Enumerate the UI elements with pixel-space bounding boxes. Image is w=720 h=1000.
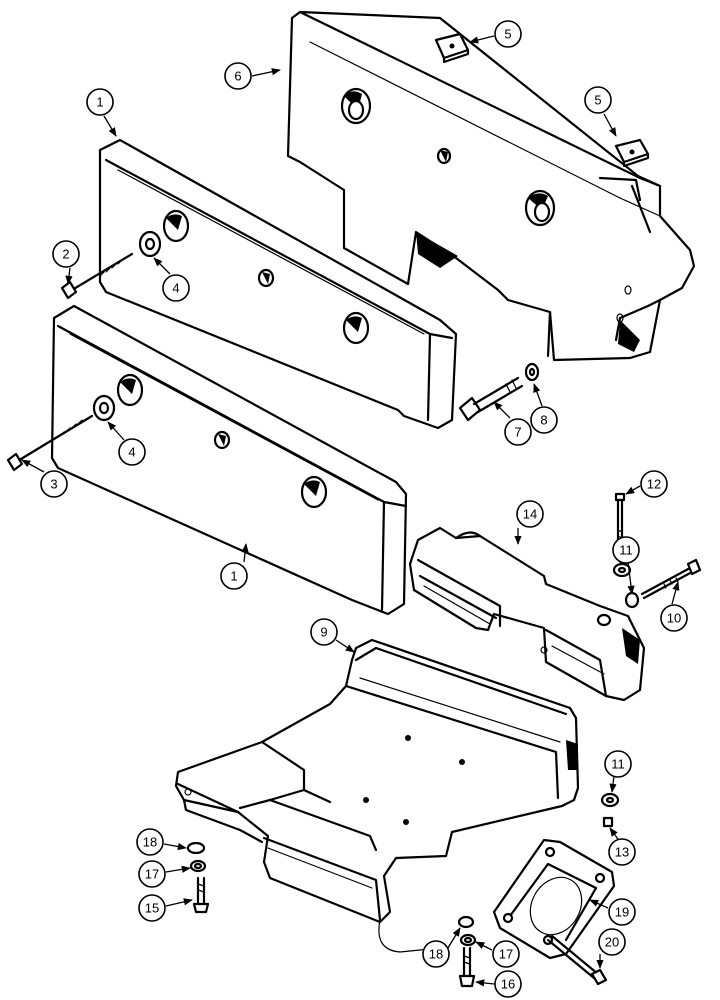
part-11-nut-lower bbox=[600, 792, 620, 808]
svg-text:16: 16 bbox=[501, 977, 515, 992]
part-6-rear-weight bbox=[286, 10, 696, 362]
callout-10: 10 bbox=[660, 581, 688, 632]
part-10-bolt bbox=[640, 558, 702, 600]
part-17-lockwasher-left bbox=[189, 859, 207, 873]
callout-16: 16 bbox=[475, 970, 522, 998]
callout-19: 19 bbox=[589, 898, 636, 926]
callout-1-lower: 1 bbox=[220, 543, 249, 590]
svg-text:7: 7 bbox=[514, 425, 521, 440]
part-4-washer-upper bbox=[138, 230, 162, 258]
callout-5-upper: 5 bbox=[469, 20, 522, 48]
callout-13: 13 bbox=[608, 827, 636, 866]
svg-text:15: 15 bbox=[145, 901, 159, 916]
svg-text:3: 3 bbox=[50, 477, 57, 492]
part-5-pad-upper bbox=[434, 32, 470, 64]
callout-17-center: 17 bbox=[475, 940, 520, 968]
part-9-base-plate bbox=[174, 638, 580, 953]
callout-7: 7 bbox=[493, 401, 532, 446]
part-13-screw bbox=[602, 816, 614, 828]
callout-9: 9 bbox=[310, 618, 355, 653]
part-8-washer bbox=[524, 362, 540, 382]
svg-text:1: 1 bbox=[96, 95, 103, 110]
svg-text:12: 12 bbox=[647, 477, 661, 492]
svg-text:4: 4 bbox=[128, 445, 135, 460]
part-1-lower-weight bbox=[50, 304, 408, 616]
part-20-bolt bbox=[546, 934, 608, 986]
callout-11-lower: 11 bbox=[604, 750, 632, 793]
part-5-pad-lower bbox=[614, 138, 650, 168]
svg-text:17: 17 bbox=[145, 867, 159, 882]
part-14-bracket bbox=[408, 526, 646, 702]
svg-text:13: 13 bbox=[615, 845, 629, 860]
svg-text:5: 5 bbox=[504, 27, 511, 42]
callout-18-center: 18 bbox=[422, 927, 461, 968]
svg-text:8: 8 bbox=[540, 413, 547, 428]
part-18-washer-left bbox=[186, 841, 206, 855]
svg-text:20: 20 bbox=[605, 935, 619, 950]
svg-text:11: 11 bbox=[611, 757, 625, 772]
part-11-nut-upper-b bbox=[624, 591, 640, 609]
svg-text:5: 5 bbox=[594, 93, 601, 108]
svg-text:10: 10 bbox=[667, 611, 681, 626]
callout-4-upper: 4 bbox=[153, 257, 190, 302]
callout-3: 3 bbox=[21, 459, 68, 498]
svg-text:4: 4 bbox=[172, 281, 179, 296]
part-11-nut-upper-a bbox=[612, 562, 632, 578]
part-16-bolt bbox=[458, 946, 476, 988]
part-4-washer-lower bbox=[92, 394, 116, 422]
part-18-washer-center bbox=[457, 915, 475, 929]
svg-text:9: 9 bbox=[320, 625, 327, 640]
callout-17-left: 17 bbox=[138, 860, 191, 888]
callout-15: 15 bbox=[138, 894, 193, 922]
callout-8: 8 bbox=[530, 383, 558, 434]
svg-text:18: 18 bbox=[429, 947, 443, 962]
part-15-bolt bbox=[192, 876, 210, 914]
callout-11-upper: 11 bbox=[612, 536, 639, 594]
callout-18-left: 18 bbox=[136, 828, 187, 856]
svg-text:6: 6 bbox=[234, 69, 241, 84]
part-17-lockwasher-center bbox=[459, 933, 477, 947]
svg-text:19: 19 bbox=[615, 905, 629, 920]
svg-text:11: 11 bbox=[619, 543, 633, 558]
callout-1-upper: 1 bbox=[86, 88, 117, 137]
callout-5-lower: 5 bbox=[584, 86, 617, 137]
svg-text:17: 17 bbox=[499, 947, 513, 962]
part-1-upper-weight bbox=[98, 138, 458, 430]
part-19-plate bbox=[492, 838, 616, 960]
callout-14: 14 bbox=[514, 500, 544, 545]
callout-4-lower: 4 bbox=[107, 421, 146, 466]
callout-2: 2 bbox=[52, 240, 80, 285]
svg-text:1: 1 bbox=[230, 569, 237, 584]
part-7-bolt bbox=[458, 376, 524, 422]
callout-6: 6 bbox=[224, 62, 281, 90]
svg-text:2: 2 bbox=[62, 247, 69, 262]
svg-text:18: 18 bbox=[143, 835, 157, 850]
callout-12: 12 bbox=[625, 470, 668, 498]
svg-text:14: 14 bbox=[523, 507, 537, 522]
callout-20: 20 bbox=[596, 928, 626, 969]
